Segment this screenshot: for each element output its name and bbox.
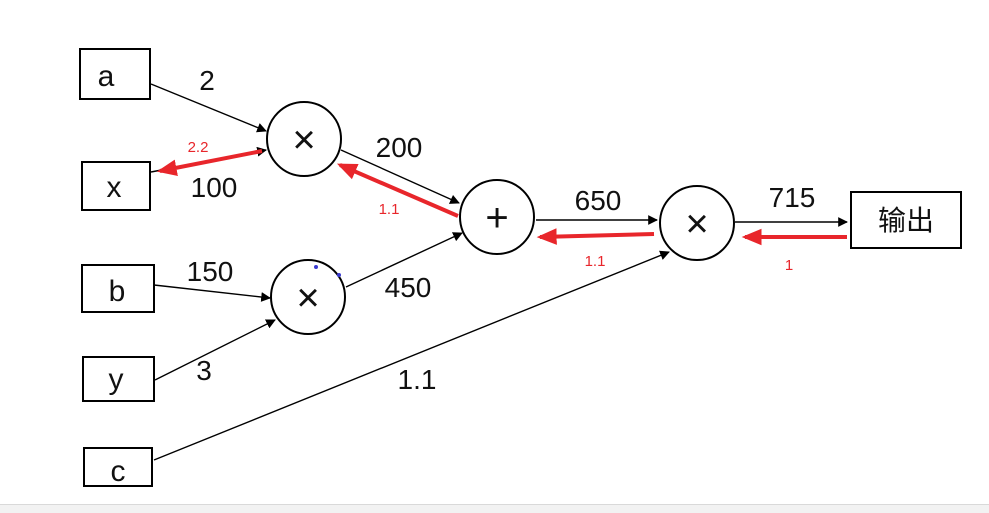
value-mul2-out: 450: [385, 272, 432, 303]
marker-dot: [314, 265, 318, 269]
input-box-c: [83, 447, 153, 487]
mul-node-2: [270, 259, 346, 335]
bottom-scrollbar-strip: [0, 504, 989, 513]
input-box-y: [82, 356, 155, 402]
grad-arrow-mul1-to-x: [156, 149, 263, 176]
marker-dot: [337, 273, 341, 277]
input-label-c: c: [111, 455, 126, 488]
value-x: 100: [191, 172, 238, 203]
add-node-symbol: +: [485, 196, 508, 240]
input-label-y: y: [109, 363, 124, 396]
grad-value-x: 2.2: [188, 139, 209, 156]
input-label-a: a: [98, 60, 115, 93]
edge-a-to-mul1: [150, 83, 267, 133]
edge-mul2-to-add: [345, 232, 463, 288]
grad-arrow-mul3-to-add: [536, 228, 655, 245]
edge-c-to-mul3: [153, 250, 670, 461]
edge-b-to-mul2: [153, 284, 271, 302]
add-node: [459, 179, 535, 255]
grad-value-mul1-out: 1.1: [379, 201, 400, 218]
input-box-x: [81, 161, 151, 211]
input-label-b: b: [109, 275, 126, 308]
value-c: 1.1: [398, 364, 437, 395]
grad-arrow-add-to-mul1: [336, 163, 459, 218]
grad-value-add-out: 1.1: [585, 253, 606, 270]
mul-node-3-symbol: ×: [685, 202, 708, 246]
mul-node-3: [659, 185, 735, 261]
output-box: [850, 191, 962, 249]
edge-y-to-mul2: [154, 319, 276, 381]
input-box-a: [79, 48, 151, 100]
value-y: 3: [196, 355, 212, 386]
grad-value-output: 1: [785, 257, 793, 274]
value-b: 150: [187, 256, 234, 287]
value-mul3-out: 715: [769, 182, 816, 213]
mul-node-1: [266, 101, 342, 177]
value-add-out: 650: [575, 185, 622, 216]
input-box-b: [81, 264, 155, 313]
mul-node-2-symbol: ×: [296, 276, 319, 320]
input-label-x: x: [107, 171, 122, 204]
edge-mul1-to-add: [340, 149, 460, 204]
output-label: 输出: [878, 205, 934, 236]
value-mul1-out: 200: [376, 132, 423, 163]
mul-node-1-symbol: ×: [292, 118, 315, 162]
value-a: 2: [199, 65, 215, 96]
